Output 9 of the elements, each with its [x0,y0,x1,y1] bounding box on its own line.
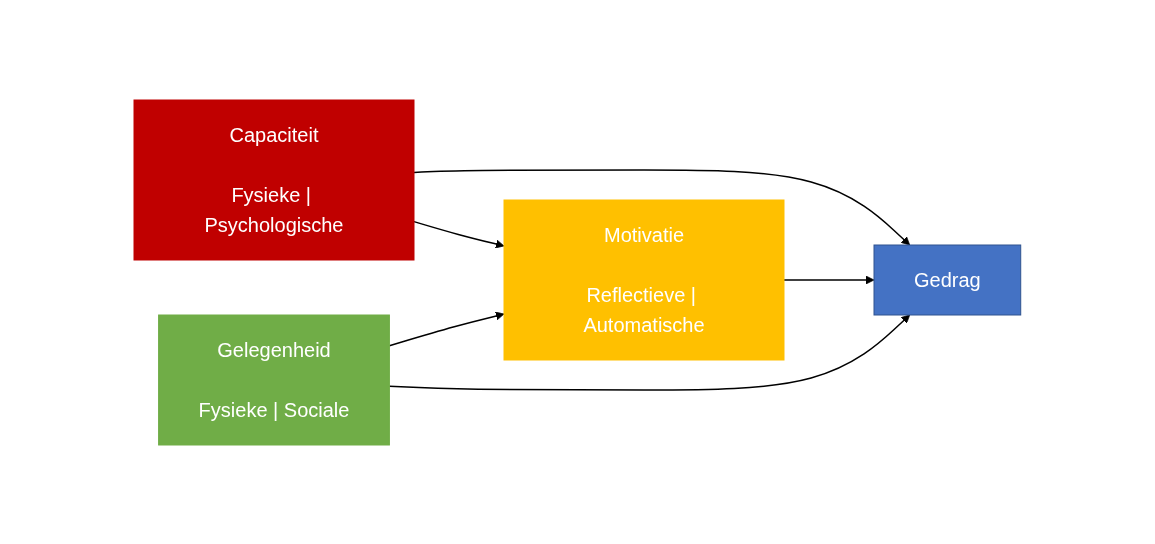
arrow [413,168,911,245]
arrow [783,275,875,284]
node-box: Capaciteit Fysieke | Psychologische [133,99,415,260]
arrow [413,220,505,248]
node-box: Motivatie Reflectieve | Automatische [503,199,785,360]
node-box: Gelegenheid Fysieke | Sociale [158,314,391,445]
arrow [388,314,911,391]
node-box: Gedrag [873,244,1022,315]
arrow [388,311,505,346]
